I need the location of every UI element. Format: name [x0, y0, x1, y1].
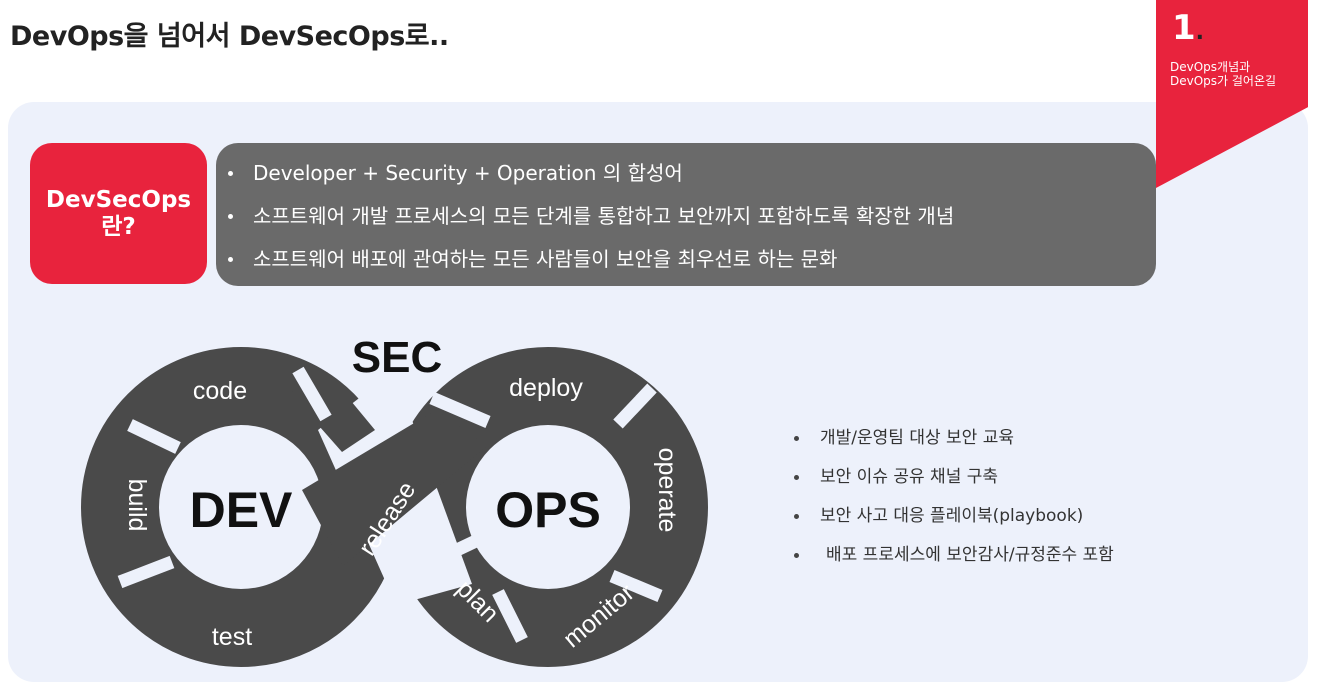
stage-test-label: test	[212, 623, 252, 651]
stage-build-label: build	[123, 479, 151, 532]
activity-item: 보안 사고 대응 플레이북(playbook)	[794, 500, 1114, 539]
sec-label: SEC	[352, 333, 442, 382]
stage-operate-label: operate	[653, 448, 681, 533]
devsecops-infinity-diagram: SEC DEV OPS code build test release depl…	[0, 0, 1318, 668]
activity-item: 보안 이슈 공유 채널 구축	[794, 461, 1114, 500]
security-activities-list: 개발/운영팀 대상 보안 교육 보안 이슈 공유 채널 구축 보안 사고 대응 …	[794, 422, 1114, 578]
activity-item: 개발/운영팀 대상 보안 교육	[794, 422, 1114, 461]
stage-deploy-label: deploy	[509, 374, 583, 402]
stage-code-label: code	[193, 377, 247, 405]
ops-label: OPS	[495, 482, 601, 538]
activity-item: 배포 프로세스에 보안감사/규정준수 포함	[794, 539, 1114, 578]
dev-label: DEV	[190, 482, 293, 538]
